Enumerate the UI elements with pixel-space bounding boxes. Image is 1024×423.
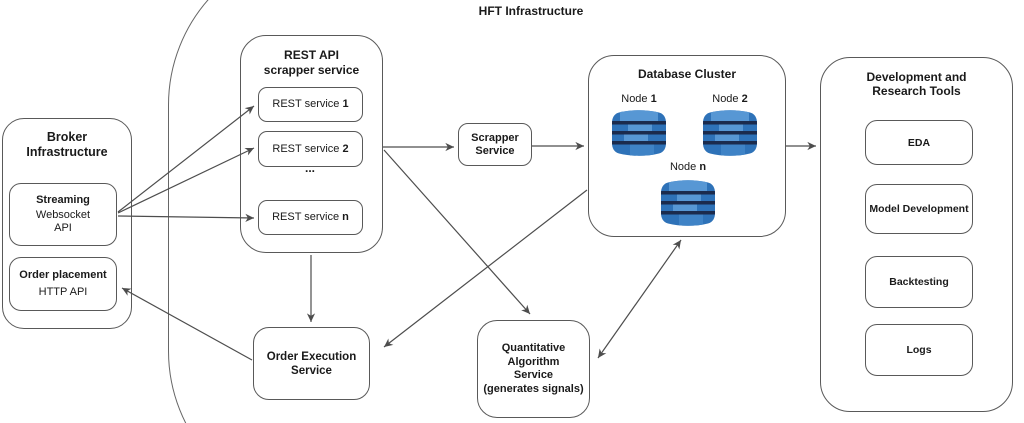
node-2-label: Node 2	[712, 93, 748, 105]
database-node-2-icon	[703, 110, 757, 156]
broker-title: Broker Infrastructure	[26, 130, 108, 159]
rest-api-title: REST API scrapper service	[263, 48, 360, 77]
diagram-title: HFT Infrastructure	[478, 4, 584, 18]
scrapper-service-box: Scrapper Service	[458, 123, 532, 166]
rest-service-1-box: REST service 1	[258, 87, 363, 122]
dev-research-tools-title: Development and Research Tools	[866, 70, 967, 98]
database-cluster-title: Database Cluster	[637, 67, 737, 81]
streaming-title: Streaming	[36, 194, 90, 206]
backtesting-box: Backtesting	[865, 256, 973, 308]
streaming-websocket-box: Streaming Websocket API	[9, 183, 117, 246]
logs-box: Logs	[865, 324, 973, 376]
node-n-label: Node n	[669, 161, 707, 173]
order-placement-box: Order placement HTTP API	[9, 257, 117, 311]
order-placement-title: Order placement	[19, 269, 107, 281]
rest-service-2-box: REST service 2	[258, 131, 363, 167]
rest-service-n-box: REST service n	[258, 200, 363, 235]
database-node-1-icon	[612, 110, 666, 156]
node-1-label: Node 1	[621, 93, 657, 105]
quant-algorithm-service-box: Quantitative Algorithm Service (generate…	[477, 320, 590, 418]
database-node-n-icon	[661, 180, 715, 226]
model-development-box: Model Development	[865, 184, 973, 234]
order-execution-service-box: Order Execution Service	[253, 327, 370, 400]
eda-box: EDA	[865, 120, 973, 165]
streaming-subtitle: Websocket API	[35, 209, 91, 234]
order-placement-subtitle: HTTP API	[38, 286, 88, 298]
rest-services-ellipsis: ...	[304, 161, 315, 175]
